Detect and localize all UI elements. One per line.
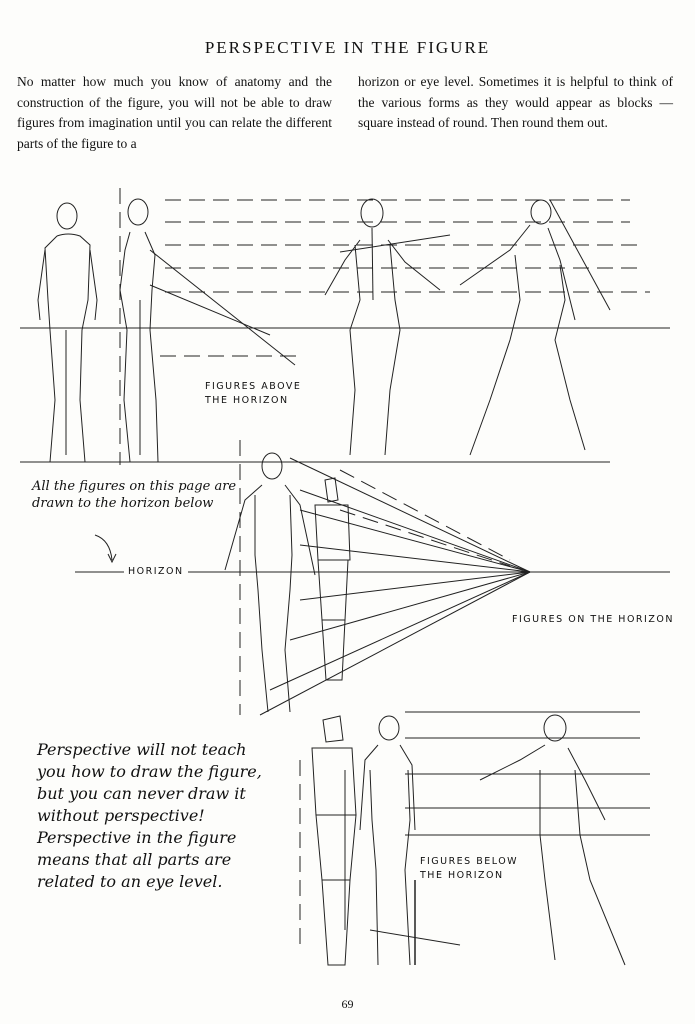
intro-text-right: horizon or eye level. Sometimes it is he… [358,74,673,130]
label-horizon: HORIZON [124,565,188,579]
figure-back-view [37,202,98,463]
figure-walking [459,199,586,456]
figure-below-back [479,714,626,966]
figure-side-view [119,198,159,463]
figure-looking-up [324,198,441,456]
handwritten-note-top: All the figures on this page are drawn t… [32,479,237,511]
mannequin-below [311,715,357,966]
mannequin-on-horizon [314,477,351,681]
perspective-lines-bottom [299,711,650,946]
label-figures-on-horizon: FIGURES ON THE HORIZON [512,614,674,625]
page-title: PERSPECTIVE IN THE FIGURE [204,38,491,57]
intro-text-left: No matter how much you know of anatomy a… [17,74,332,151]
perspective-lines-top [20,188,670,465]
figure-below-front [359,715,416,966]
label-figures-above: FIGURES ABOVE THE HORIZON [205,381,302,406]
figure-on-horizon [224,452,316,713]
handwritten-note-bottom: Perspective will not teach you how to dr… [37,740,262,891]
label-figures-below: FIGURES BELOW THE HORIZON [420,856,519,881]
page-number: 69 [341,997,354,1011]
